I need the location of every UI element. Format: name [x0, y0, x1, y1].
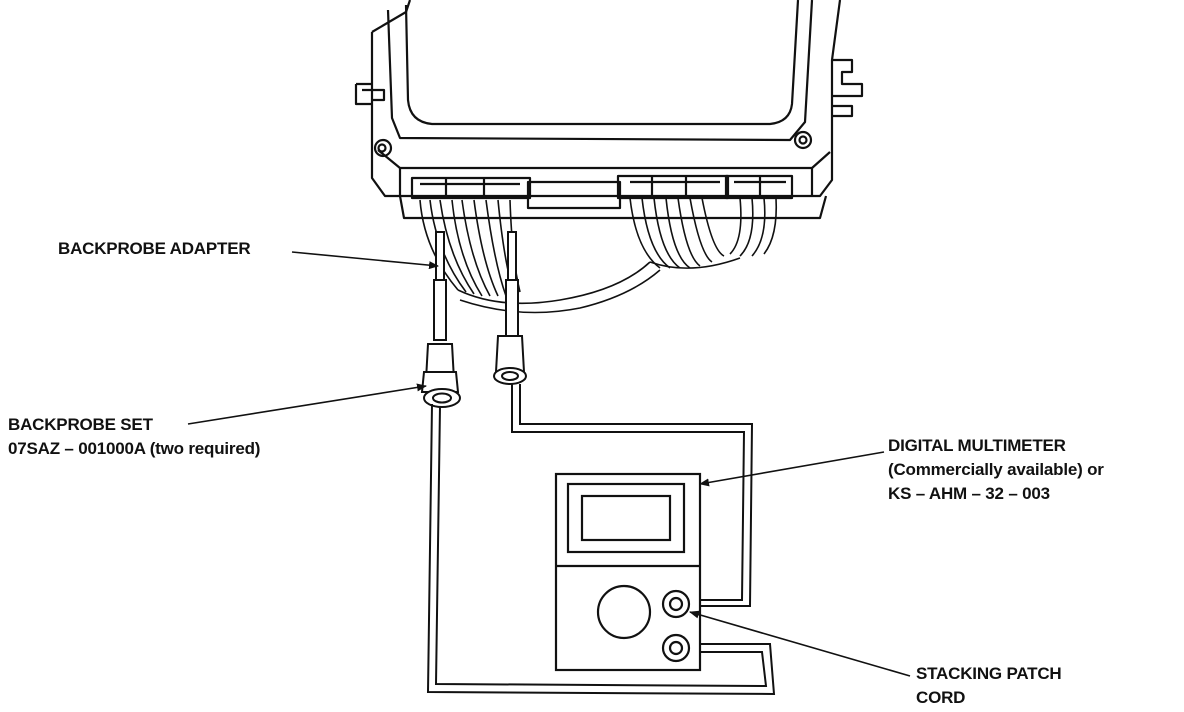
- patch-cord-line1: STACKING PATCH: [916, 664, 1062, 683]
- adapter-leader-arrow: [291, 251, 439, 270]
- multimeter-leader-arrow: [699, 451, 885, 487]
- backprobe-adapter-label: BACKPROBE ADAPTER: [58, 239, 251, 258]
- wire-harness: [419, 197, 778, 314]
- backprobe-set-title: BACKPROBE SET: [8, 415, 153, 434]
- stacking-patch-cord-label: STACKING PATCH CORD: [916, 662, 1062, 710]
- backprobe-probes: [420, 231, 527, 408]
- patch-cord-leader-arrow: [689, 610, 911, 677]
- backprobe-set-part-number: 07SAZ – 001000A (two required): [8, 439, 261, 458]
- multimeter-part-number: KS – AHM – 32 – 003: [888, 484, 1050, 503]
- digital-multimeter-label: DIGITAL MULTIMETER (Commercially availab…: [888, 434, 1104, 506]
- backprobe-set-label: BACKPROBE SET 07SAZ – 001000A (two requi…: [8, 413, 260, 461]
- multimeter-title: DIGITAL MULTIMETER: [888, 436, 1066, 455]
- leader-arrows: [187, 251, 911, 677]
- backprobe-set-leader-arrow: [187, 383, 427, 425]
- digital-multimeter: [554, 472, 702, 672]
- patch-cord-line2: CORD: [916, 688, 966, 707]
- test-leads: [426, 384, 776, 696]
- ecu-module: [354, 0, 864, 220]
- multimeter-availability: (Commercially available) or: [888, 460, 1104, 479]
